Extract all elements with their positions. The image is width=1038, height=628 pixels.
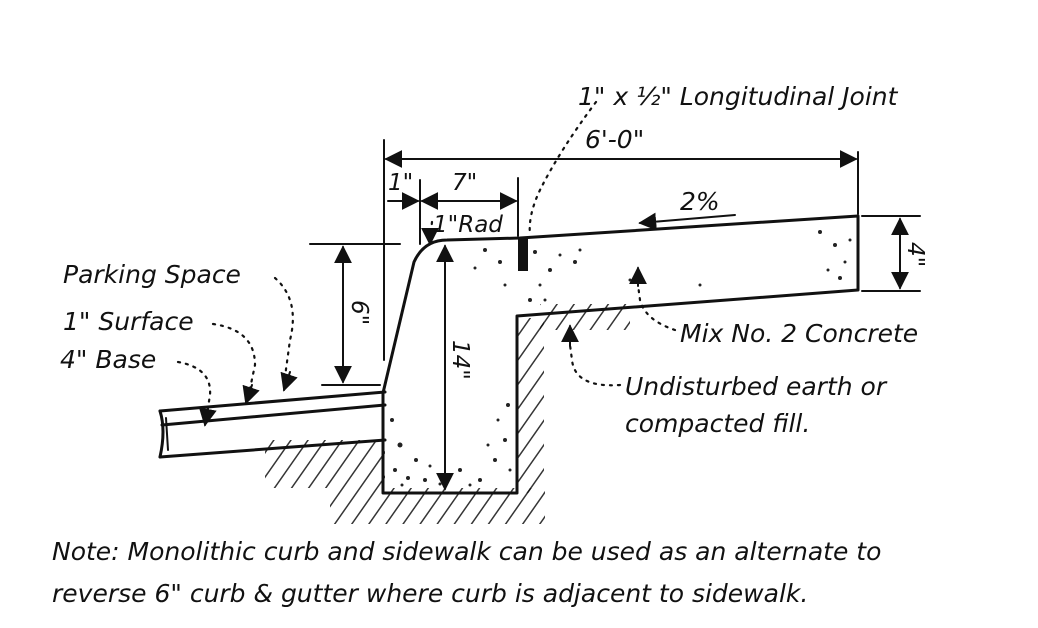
sidewalk-thickness-dimension [861, 215, 921, 292]
thickness-label: 4" [902, 242, 928, 267]
radius-label: 1"Rad [433, 212, 503, 238]
concrete-stipple [390, 230, 852, 487]
slope-arrow [638, 212, 736, 231]
earth-label-line2: compacted fill. [625, 409, 810, 438]
width-dimension [383, 139, 859, 361]
slope-label: 2% [680, 187, 720, 216]
concrete-label: Mix No. 2 Concrete [680, 319, 918, 348]
height-label: 6" [346, 300, 372, 325]
note-line2: reverse 6" curb & gutter where curb is a… [52, 579, 808, 608]
note-line1: Note: Monolithic curb and sidewalk can b… [52, 537, 881, 566]
earth-label-line1: Undisturbed earth or [625, 372, 888, 401]
parking-space-label: Parking Space [63, 260, 241, 289]
curb-sidewalk-outline [381, 214, 860, 495]
width-label: 6'-0" [585, 125, 644, 154]
leader-lines [176, 220, 677, 427]
one-inch-label: 1" [388, 170, 413, 196]
earth-hatching [265, 304, 630, 524]
longitudinal-joint [518, 237, 528, 271]
surface-label: 1" Surface [63, 307, 194, 336]
base-label: 4" Base [60, 345, 156, 374]
curb-height-dimension [309, 243, 401, 386]
joint-label: 1" x ½" Longitudinal Joint [578, 82, 899, 111]
seven-inch-label: 7" [452, 170, 477, 196]
curb-top-dimension [387, 177, 519, 245]
depth-label: 14" [447, 340, 473, 380]
